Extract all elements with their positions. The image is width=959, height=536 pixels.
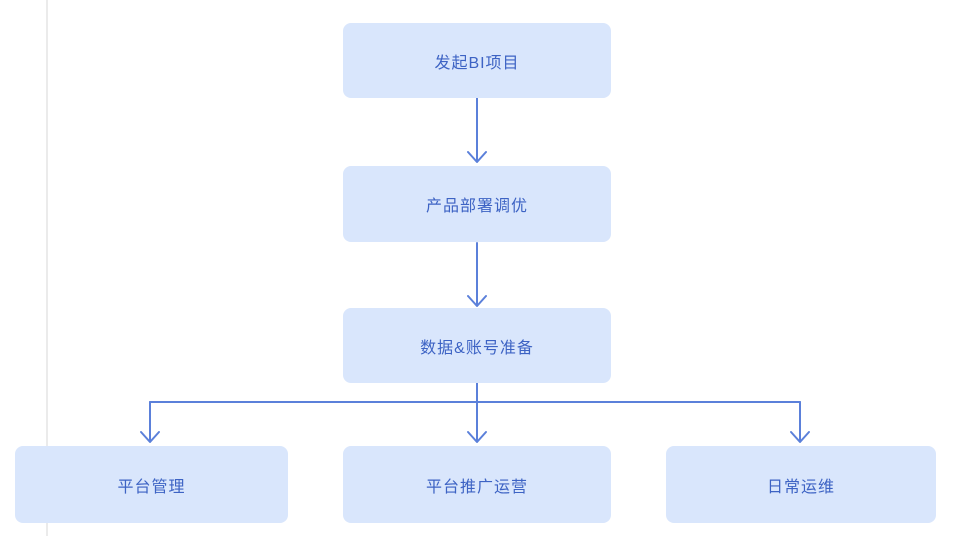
arrow-branch-to-platform-management — [140, 401, 160, 443]
node-data-account-prep: 数据&账号准备 — [343, 308, 611, 383]
arrow-group — [140, 97, 810, 443]
node-label: 产品部署调优 — [425, 198, 528, 215]
node-platform-management: 平台管理 — [15, 446, 288, 523]
node-label: 数据&账号准备 — [420, 339, 534, 357]
node-label: 平台管理 — [117, 478, 186, 496]
arrow-branch-to-daily-ops — [790, 401, 810, 443]
node-initiate-bi-project: 发起BI项目 — [343, 23, 611, 98]
node-label: 日常运维 — [766, 478, 835, 496]
node-label: 发起BI项目 — [434, 54, 520, 72]
node-label: 平台推广运营 — [425, 478, 528, 496]
page-boundary-line — [46, 0, 48, 536]
arrow-data-to-promotion — [467, 382, 487, 443]
arrow-initiate-to-deploy — [467, 97, 487, 163]
node-product-deploy-tuning: 产品部署调优 — [343, 166, 611, 242]
node-daily-ops: 日常运维 — [666, 446, 936, 523]
node-platform-promotion-operation: 平台推广运营 — [343, 446, 611, 523]
arrow-deploy-to-data — [467, 242, 487, 307]
